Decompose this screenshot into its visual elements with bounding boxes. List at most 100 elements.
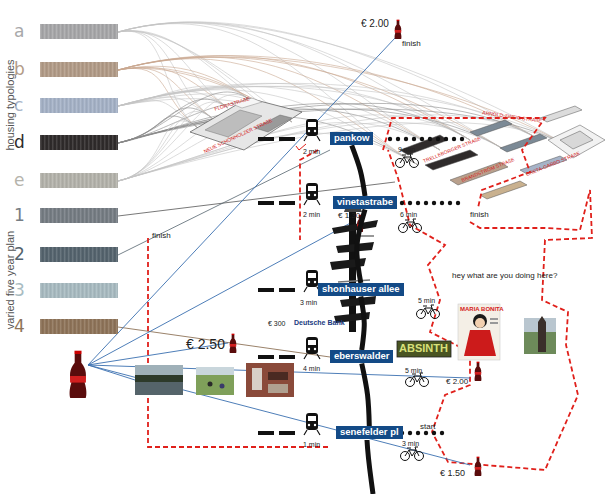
walking-dot (420, 137, 424, 141)
legend-swatch (40, 24, 118, 39)
poster-dress (464, 330, 496, 356)
train-window (308, 416, 316, 421)
legend-label: 4 (14, 318, 25, 335)
price-line (88, 38, 395, 365)
bicycle-frame (405, 447, 419, 456)
price-label: € 2.50 (186, 337, 225, 351)
train-body (306, 337, 318, 354)
cola-bottle (475, 362, 482, 381)
legend-swatch (40, 208, 118, 223)
typology-curve (118, 23, 505, 150)
travel-time: 6 min (400, 211, 417, 218)
cola-bottle (70, 351, 87, 398)
train-body (306, 119, 318, 136)
station-name: senefelder pl (340, 427, 399, 437)
walking-dot (448, 201, 452, 205)
poster (458, 304, 500, 360)
typology-curve (118, 86, 250, 106)
bottle-cap (477, 362, 480, 363)
building-block (255, 115, 292, 132)
poster-lines (490, 318, 498, 320)
station-box: pankow (330, 132, 373, 145)
cola-bottle (230, 334, 237, 353)
bicycle-icon (417, 305, 440, 319)
photo-trees (135, 375, 183, 382)
walking-dot (456, 201, 460, 205)
legend-label: c (14, 97, 23, 114)
price-label: € 1.50 (440, 469, 465, 478)
walking-route (383, 118, 545, 208)
legend-label: 2 (14, 246, 25, 263)
bicycle-frame (400, 154, 414, 163)
legend-label: a (14, 23, 24, 40)
train-icon (304, 183, 320, 205)
walking-route (148, 238, 328, 447)
bicycle-frame (403, 219, 417, 228)
train-light (308, 194, 310, 196)
rail-line (362, 363, 370, 426)
bicycle-frame (421, 305, 435, 314)
station-box: senefelder pl (336, 426, 403, 439)
train-light (314, 130, 316, 132)
track-bar (279, 288, 295, 292)
typology-curve (118, 109, 575, 150)
walking-dot (396, 137, 400, 141)
street-name: BRANDSTRÖM STRAßE (461, 157, 515, 183)
building-slab (450, 162, 508, 185)
track-bar (279, 355, 295, 359)
poster-lines (490, 322, 498, 324)
walking-dot (460, 137, 464, 141)
walking-dot (432, 201, 436, 205)
photo-figure (208, 382, 213, 387)
price-line (88, 365, 135, 380)
walking-dot (408, 431, 412, 435)
walking-dot (400, 201, 404, 205)
station-name: vinetastrabe (337, 197, 393, 207)
train-legs (304, 136, 320, 141)
building-slab (548, 125, 605, 158)
walking-dot (440, 431, 444, 435)
station-box: vinetastrabe (333, 196, 397, 209)
track-bar (258, 137, 274, 141)
plan-line (118, 150, 330, 255)
photo-tower (538, 316, 546, 352)
legend-label: 3 (14, 282, 25, 299)
walking-dot (436, 137, 440, 141)
typology-curve (118, 22, 540, 140)
walking-dot (444, 137, 448, 141)
legend-label: e (14, 172, 24, 189)
cola-bottle (475, 457, 482, 476)
rail-line (361, 296, 364, 350)
train-light (308, 130, 310, 132)
price-label: € 1.30 (338, 212, 360, 220)
street-name: ARNOLD-ZWEIG STRAßE (482, 110, 542, 123)
signpost-arm (332, 220, 378, 234)
walking-dot (408, 201, 412, 205)
bicycle-icon (406, 373, 429, 387)
route-note: finish (152, 232, 171, 240)
station-name: shonhauser allee (322, 284, 400, 294)
route-tick (296, 144, 306, 150)
track-bar (258, 355, 274, 359)
bottle-body (475, 458, 482, 476)
price-line (88, 343, 228, 365)
building-block (205, 110, 262, 137)
walking-route (388, 150, 592, 470)
photo-park (196, 367, 234, 395)
legend-swatch (40, 319, 118, 334)
building-slab (560, 131, 593, 149)
bottle-label (395, 30, 401, 33)
typology-curve (118, 23, 575, 150)
bottle-label (70, 376, 86, 383)
travel-time: 2 min (303, 211, 320, 218)
bank-name: Deutsche Bank (294, 319, 345, 326)
poster-title: MARIA BONITA (460, 306, 504, 312)
typology-curves (118, 22, 575, 181)
legend-label: b (14, 61, 25, 78)
station-box: eberswalder (330, 350, 393, 363)
rail-line (357, 209, 365, 283)
train-window (308, 122, 316, 127)
train-icon (304, 270, 320, 292)
legend-swatch (40, 283, 118, 298)
